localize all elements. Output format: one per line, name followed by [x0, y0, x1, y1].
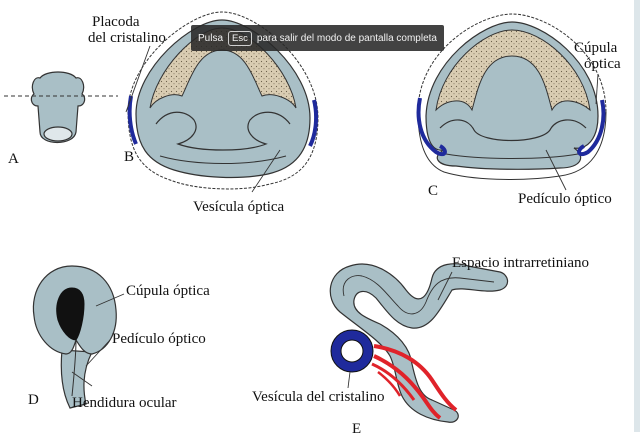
fissure-line-d	[71, 339, 77, 397]
retinal-space-line	[342, 275, 495, 315]
lens-vesicle-lumen	[340, 339, 364, 363]
hyaloid-vessel-2	[373, 354, 442, 420]
mesenchyme-c	[435, 29, 591, 112]
hyaloid-vessel-4	[377, 371, 402, 397]
leader-vesicula	[251, 149, 281, 193]
ectoderm-beads	[125, 9, 321, 191]
diagram-b	[125, 9, 321, 193]
leader-pediculo-c	[545, 149, 567, 191]
leader-vesicula-cristalino	[347, 371, 351, 389]
notice-suffix: para salir del modo de pantalla completa	[256, 32, 437, 44]
label-vesicula-optica: Vesícula óptica	[193, 199, 285, 215]
diagram-a	[4, 71, 118, 144]
label-pediculo-d: Pedículo óptico	[112, 331, 206, 347]
diagram-c	[416, 11, 608, 191]
window-edge	[634, 0, 640, 432]
ventricle-line-b	[159, 155, 287, 164]
leader-hendidura	[71, 371, 93, 387]
esc-key-badge[interactable]: Esc	[228, 30, 252, 46]
hyaloid-vessel-3	[371, 362, 416, 401]
fullscreen-notice: Pulsa Esc para salir del modo de pantall…	[191, 25, 444, 51]
label-a: A	[8, 151, 19, 167]
lens-right-c	[577, 99, 606, 157]
leader-cupula	[595, 73, 599, 105]
lens-left-c	[416, 97, 447, 157]
cup-ventricle-c	[445, 153, 579, 159]
optic-stalk-d	[60, 349, 93, 409]
optic-cup-inner	[439, 119, 587, 142]
label-placoda-1: Placoda	[92, 14, 140, 30]
label-cupula-d: Cúpula óptica	[126, 283, 210, 299]
label-placoda-2: del cristalino	[88, 30, 166, 46]
label-d: D	[28, 392, 39, 408]
label-cupula-1: Cúpula	[574, 40, 618, 56]
leader-espacio	[437, 271, 453, 301]
label-pediculo-c: Pedículo óptico	[518, 191, 612, 207]
label-c: C	[428, 183, 439, 199]
diagram-d	[32, 265, 125, 409]
label-hendidura: Hendidura ocular	[72, 395, 177, 411]
notice-prefix: Pulsa	[198, 32, 224, 44]
label-vesicula-cristalino: Vesícula del cristalino	[252, 389, 385, 405]
label-e: E	[352, 421, 362, 437]
label-b: B	[124, 149, 135, 165]
label-espacio: Espacio intrarretiniano	[452, 255, 590, 271]
optic-ventricle-b	[155, 111, 291, 151]
leader-placoda	[125, 45, 151, 113]
forebrain-shape	[30, 71, 86, 144]
hyaloid-vessel-1	[373, 344, 458, 412]
label-cupula-2: óptica	[584, 56, 621, 72]
lens-placode-right	[308, 99, 319, 147]
diagram-e	[329, 263, 509, 423]
leader-cupula-d	[95, 293, 125, 307]
neural-tube-opening	[43, 126, 73, 142]
leader-pediculo-d	[85, 339, 111, 367]
